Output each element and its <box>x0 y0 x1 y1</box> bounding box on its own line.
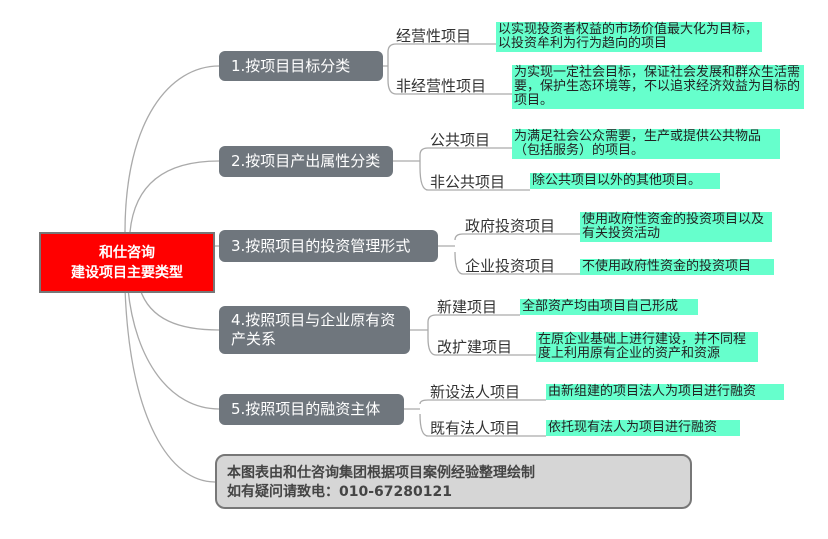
leaf-2-2[interactable]: 非公共项目 <box>430 173 506 191</box>
desc-4-2: 在原企业基础上进行建设，并不同程度上利用原有企业的资产和资源 <box>536 332 758 362</box>
branch-4[interactable]: 4.按照项目与企业原有资产关系 <box>219 306 410 354</box>
desc-2-2: 除公共项目以外的其他项目。 <box>530 173 720 189</box>
central-topic-line1: 和仕咨询 <box>99 244 155 261</box>
leaf-3-1[interactable]: 政府投资项目 <box>465 217 556 235</box>
desc-3-1: 使用政府性资金的投资项目以及有关投资活动 <box>580 212 772 242</box>
desc-5-1: 由新组建的项目法人为项目进行融资 <box>546 384 784 400</box>
branch-5[interactable]: 5.按照项目的融资主体 <box>219 394 404 425</box>
leaf-4-1[interactable]: 新建项目 <box>437 298 498 316</box>
desc-2-1: 为满足社会公众需要，生产或提供公共物品（包括服务）的项目。 <box>512 129 780 159</box>
leaf-4-2[interactable]: 改扩建项目 <box>437 338 513 356</box>
leaf-2-1[interactable]: 公共项目 <box>430 131 491 149</box>
leaf-3-2[interactable]: 企业投资项目 <box>465 257 556 275</box>
leaf-5-1[interactable]: 新设法人项目 <box>430 383 521 401</box>
desc-3-2: 不使用政府性资金的投资项目 <box>580 259 774 275</box>
leaf-1-1[interactable]: 经营性项目 <box>396 27 472 45</box>
desc-5-2: 依托现有法人为项目进行融资 <box>546 420 740 436</box>
leaf-5-2[interactable]: 既有法人项目 <box>430 419 521 437</box>
desc-1-1: 以实现投资者权益的市场价值最大化为目标，以投资牟利为行为趋向的项目 <box>496 22 762 52</box>
footer-line1: 本图表由和仕咨询集团根据项目案例经验整理绘制 <box>227 465 535 481</box>
footer-note: 本图表由和仕咨询集团根据项目案例经验整理绘制 如有疑问请致电：010-67280… <box>215 454 692 509</box>
branch-2[interactable]: 2.按项目产出属性分类 <box>219 146 393 177</box>
footer-line2: 如有疑问请致电：010-67280121 <box>227 484 452 500</box>
branch-3[interactable]: 3.按照项目的投资管理形式 <box>219 230 438 262</box>
branch-1[interactable]: 1.按项目目标分类 <box>219 51 383 81</box>
leaf-1-2[interactable]: 非经营性项目 <box>396 77 487 95</box>
desc-1-2: 为实现一定社会目标，保证社会发展和群众生活需要，保护生态环境等，不以追求经济效益… <box>512 65 804 109</box>
desc-4-1: 全部资产均由项目自己形成 <box>520 299 698 315</box>
central-topic-line2: 建设项目主要类型 <box>71 264 183 281</box>
central-topic[interactable]: 和仕咨询 建设项目主要类型 <box>39 232 215 293</box>
